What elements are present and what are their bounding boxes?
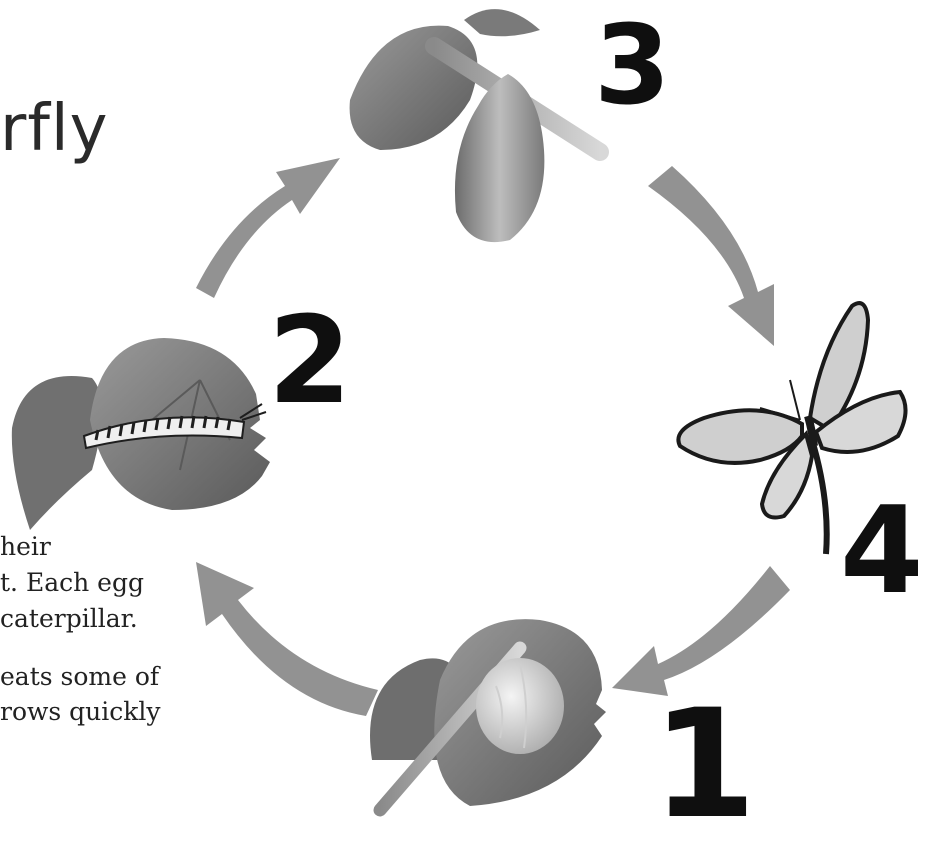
- arrow-3-to-4: [648, 166, 774, 346]
- arrow-2-to-3: [196, 158, 340, 298]
- body-text-line: eats some of: [0, 662, 159, 691]
- body-text-line: t. Each egg: [0, 568, 144, 597]
- caterpillar-on-leaf-illustration: [12, 338, 270, 530]
- body-text-line: rows quickly: [0, 697, 161, 726]
- arrow-4-to-1: [612, 566, 790, 696]
- chrysalis-illustration: [350, 9, 600, 242]
- stage-number-4: 4: [840, 492, 924, 612]
- stage-number-1: 1: [652, 690, 756, 840]
- stage-number-3: 3: [594, 10, 671, 120]
- body-text-line: heir: [0, 532, 51, 561]
- egg-on-leaf-illustration: [370, 619, 606, 810]
- stage-number-2: 2: [268, 302, 352, 422]
- arrow-1-to-2: [196, 562, 378, 716]
- body-text-line: caterpillar.: [0, 604, 138, 633]
